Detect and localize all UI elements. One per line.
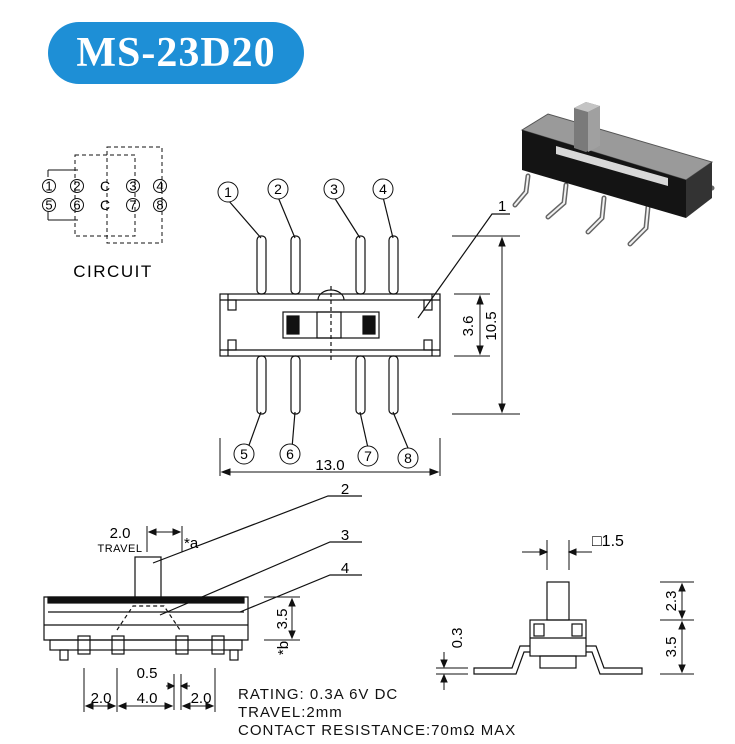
side-base: [49, 639, 243, 651]
circuit-row-2: 5 6 C 7 8: [42, 197, 167, 213]
side-view-dimensions: [83, 526, 300, 712]
dim-outer-height: 10.5: [483, 311, 500, 340]
pin-3-lead: [355, 235, 366, 295]
dim-pin-width: 0.5: [137, 665, 158, 682]
note-a: *a: [184, 535, 199, 552]
callout-3-label: 3: [341, 527, 349, 544]
circuit-pin: 5: [45, 198, 52, 213]
switch-body-outline: [219, 293, 441, 357]
actuator-arc: [317, 289, 345, 301]
side-pin: [77, 635, 91, 655]
pin-balloon: 3: [330, 181, 338, 197]
pin-6-lead: [290, 355, 301, 415]
circuit-pin: 8: [156, 198, 163, 213]
circuit-pin: 3: [129, 179, 136, 194]
spec-rating: RATING: 0.3A 6V DC: [238, 686, 399, 703]
pin-2-lead: [290, 235, 301, 295]
callout-4-leader: [239, 574, 362, 613]
end-tab: [533, 623, 545, 637]
circuit-diagram: [47, 146, 163, 244]
dim-end-body-height: 3.5: [663, 637, 680, 658]
pin-8-lead: [388, 355, 399, 415]
pin-5-lead: [256, 355, 267, 415]
callout-2-leader: [152, 495, 362, 564]
switch-3d-illustration: [512, 102, 715, 247]
pin-balloon: 1: [224, 184, 232, 200]
dim-width: 13.0: [315, 457, 344, 474]
pin-1-lead: [256, 235, 267, 295]
dim-inner-height: 3.6: [460, 316, 477, 337]
corner-tab: [227, 339, 237, 351]
circuit-pin: 2: [73, 179, 80, 194]
dim-travel: 2.0: [110, 525, 131, 542]
top-view: [219, 196, 510, 449]
pin-balloon: 8: [404, 450, 412, 466]
pin-balloon: 2: [274, 181, 282, 197]
side-cover-plate: [47, 596, 245, 604]
callout-2-label: 2: [341, 481, 349, 498]
dim-bottom: 2.0: [91, 690, 112, 707]
corner-tab: [423, 299, 433, 311]
dim-side-height: 3.5: [274, 609, 291, 630]
corner-tab: [423, 339, 433, 351]
dim-bottom: 2.0: [191, 690, 212, 707]
title-badge: [48, 22, 304, 84]
callout-3-leader: [159, 541, 362, 616]
circuit-box-left: [74, 154, 136, 237]
pin-balloon: 7: [364, 448, 372, 464]
end-view: [473, 581, 643, 675]
callout-1-label: 1: [498, 198, 506, 215]
circuit-box-right: [106, 146, 163, 244]
end-base: [539, 655, 577, 669]
circuit-common: C: [100, 197, 110, 213]
callout-4-label: 4: [341, 560, 349, 577]
side-pin: [229, 649, 239, 661]
circuit-pin: 4: [156, 179, 163, 194]
spec-contact-resistance: CONTACT RESISTANCE:70mΩ MAX: [238, 722, 517, 739]
slider-knob: [316, 311, 342, 339]
circuit-common: C: [100, 178, 110, 194]
corner-tab: [227, 299, 237, 311]
dim-bottom: 4.0: [137, 690, 158, 707]
pin-7-lead: [355, 355, 366, 415]
slider-window-slot: [362, 315, 376, 335]
pin-balloon: 6: [286, 446, 294, 462]
side-pin: [211, 635, 225, 655]
side-view: [43, 495, 362, 661]
side-pin: [111, 635, 125, 655]
top-view-pin-balloons: 1 2 3 4 5 6 7 8: [217, 178, 419, 469]
product-title: MS-23D20: [76, 30, 276, 76]
callout-1-leader: [417, 213, 510, 319]
end-actuator: [546, 581, 570, 621]
pin-balloon: 5: [240, 446, 248, 462]
actuator: [134, 556, 162, 600]
internal-contact: [116, 605, 181, 631]
circuit-pin: 7: [129, 198, 136, 213]
side-pin: [59, 649, 69, 661]
dim-actuator-height: 2.3: [663, 591, 680, 612]
end-tab: [571, 623, 583, 637]
circuit-label: CIRCUIT: [73, 262, 152, 281]
dim-lead-thickness: 0.3: [449, 628, 466, 649]
slider-window-slot: [286, 315, 300, 335]
dim-actuator-size: □1.5: [592, 533, 624, 550]
circuit-row-1: 1 2 C 3 4: [42, 178, 167, 194]
circuit-pin: 1: [45, 179, 52, 194]
travel-label: TRAVEL: [98, 543, 143, 555]
spec-travel: TRAVEL:2mm: [238, 704, 343, 721]
note-b: *b: [275, 641, 292, 655]
pin-4-lead: [388, 235, 399, 295]
pin-balloon: 4: [379, 181, 387, 197]
side-pin: [175, 635, 189, 655]
top-view-dimensions: [219, 235, 520, 476]
circuit-pin: 6: [73, 198, 80, 213]
end-view-dimensions: [436, 540, 694, 690]
